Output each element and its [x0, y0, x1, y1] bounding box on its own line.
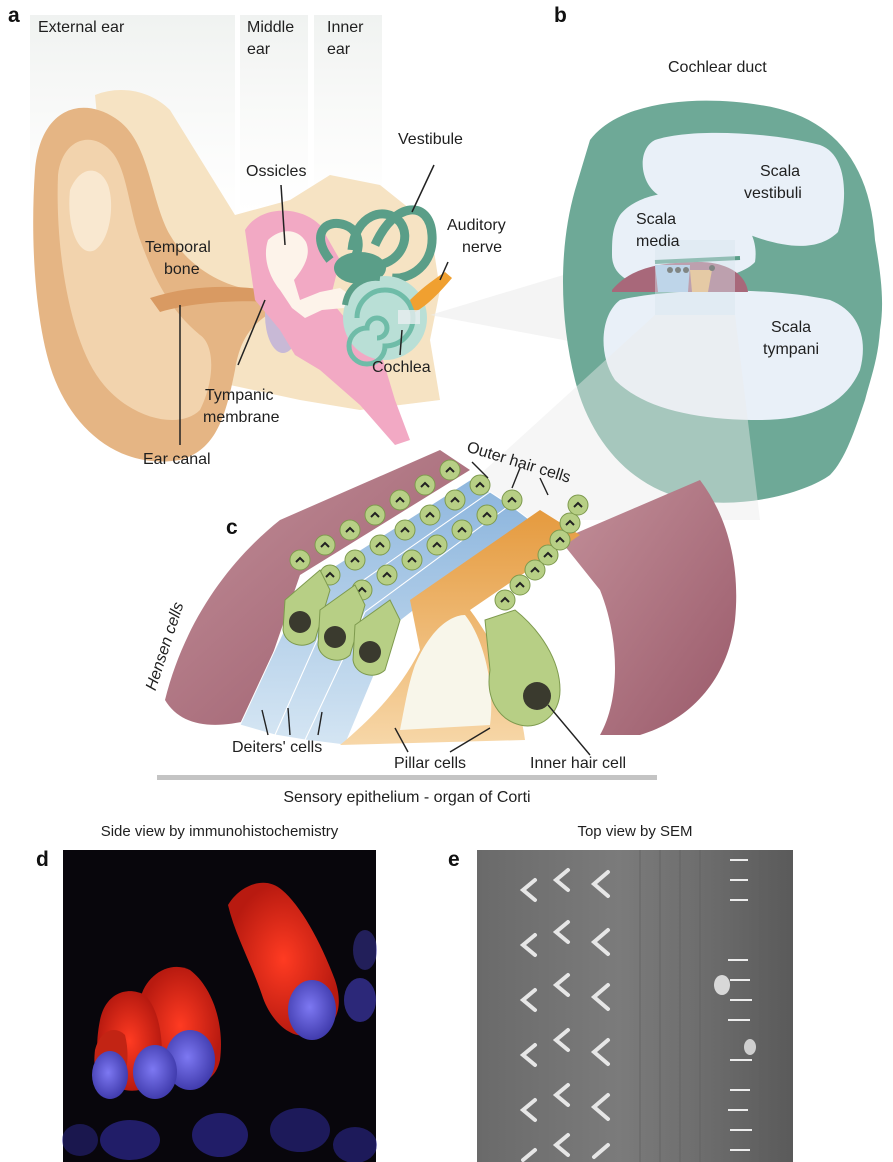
- panel-c-letter: c: [226, 516, 238, 540]
- corti-highlight-box: [655, 240, 735, 315]
- temporal-bone-label-line2: bone: [164, 260, 200, 279]
- inner-hair-cell-shape: [485, 610, 560, 726]
- sem-image: [477, 850, 793, 1162]
- external-ear-label: External ear: [38, 18, 124, 37]
- temporal-bone-label-line1: Temporal: [145, 238, 211, 257]
- inner-ear-label-line1: Inner: [327, 18, 363, 37]
- sem-blob-2: [744, 1039, 756, 1055]
- middle-ear-label-line1: Middle: [247, 18, 294, 37]
- auditory-nerve-label-line1: Auditory: [447, 216, 506, 235]
- organ-of-corti-caption: Sensory epithelium - organ of Corti: [157, 788, 657, 807]
- inner-ear-label-line2: ear: [327, 40, 350, 59]
- scala-tympani-label-line1: Scala: [771, 318, 811, 337]
- inner-hair-cell-label: Inner hair cell: [530, 754, 626, 773]
- auditory-nerve-label-line2: nerve: [462, 238, 502, 257]
- panel-e-letter: e: [448, 848, 460, 872]
- panel-d-title: Side view by immunohistochemistry: [63, 822, 376, 841]
- panel-d-immunostain: [62, 850, 377, 1162]
- organ-of-corti-bar: [157, 775, 657, 780]
- tympanic-membrane-label-line2: membrane: [203, 408, 279, 427]
- scala-media-label-line2: media: [636, 232, 680, 251]
- scala-vestibuli-label-line1: Scala: [760, 162, 800, 181]
- ossicles-label: Ossicles: [246, 162, 306, 181]
- tympanic-membrane-label-line1: Tympanic: [205, 386, 273, 405]
- cochlear-duct-title: Cochlear duct: [668, 58, 767, 77]
- deiters-cells-label: Deiters' cells: [232, 738, 322, 757]
- cochlea-section-marker: [398, 310, 420, 324]
- panel-a-letter: a: [8, 4, 20, 28]
- panel-a-ear-diagram: [30, 15, 590, 462]
- panel-e-sem: [477, 850, 793, 1162]
- cochlea-label: Cochlea: [372, 358, 431, 377]
- pillar-cells-label: Pillar cells: [394, 754, 466, 773]
- scala-media-label-line1: Scala: [636, 210, 676, 229]
- panel-e-title: Top view by SEM: [477, 822, 793, 841]
- panel-b-letter: b: [554, 4, 567, 28]
- ear-canal-label: Ear canal: [143, 450, 211, 469]
- panel-d-letter: d: [36, 848, 49, 872]
- vestibule-label: Vestibule: [398, 130, 463, 149]
- sem-blob: [714, 975, 730, 995]
- scala-tympani-label-line2: tympani: [763, 340, 819, 359]
- middle-ear-label-line2: ear: [247, 40, 270, 59]
- scala-vestibuli-label-line2: vestibuli: [744, 184, 802, 203]
